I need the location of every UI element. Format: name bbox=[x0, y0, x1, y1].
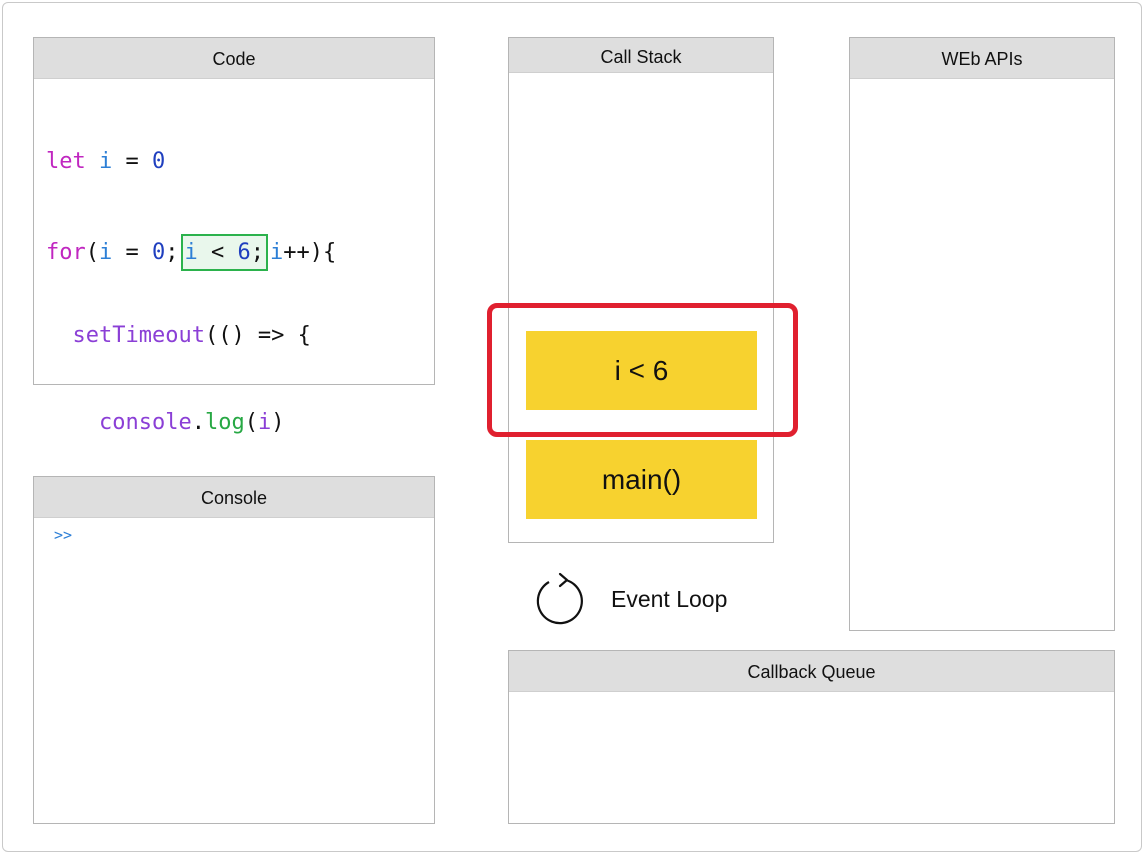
callback-queue-title: Callback Queue bbox=[509, 651, 1114, 692]
circular-arrow-icon bbox=[536, 572, 583, 625]
stack-frame-main: main() bbox=[526, 440, 757, 519]
console-panel-title: Console bbox=[34, 477, 434, 518]
callback-queue-panel: Callback Queue bbox=[508, 650, 1115, 824]
stack-frame-highlight bbox=[487, 303, 798, 437]
console-panel: Console >> bbox=[33, 476, 435, 824]
event-loop: Event Loop bbox=[533, 571, 727, 627]
code-line-2: for(i = 0;i < 6;i++){ bbox=[46, 234, 434, 271]
loop-condition-highlight: i < 6; bbox=[180, 234, 268, 271]
code-line-1: let i = 0 bbox=[46, 149, 166, 174]
call-stack-panel: Call Stack i < 6 main() bbox=[508, 37, 774, 543]
console-prompt: >> bbox=[54, 526, 73, 544]
event-loop-label: Event Loop bbox=[611, 585, 728, 612]
code-panel-title: Code bbox=[34, 38, 434, 79]
web-apis-title: WEb APIs bbox=[850, 38, 1114, 79]
code-panel: Code let i = 0 for(i = 0;i < 6;i++){ set… bbox=[33, 37, 435, 609]
code-line-3: setTimeout(() => { bbox=[72, 323, 311, 348]
web-apis-panel: WEb APIs bbox=[849, 37, 1115, 631]
code-line-4: console.log(i) bbox=[98, 410, 285, 435]
stack-frame-condition: i < 6 bbox=[526, 331, 757, 410]
call-stack-title: Call Stack bbox=[509, 38, 773, 73]
